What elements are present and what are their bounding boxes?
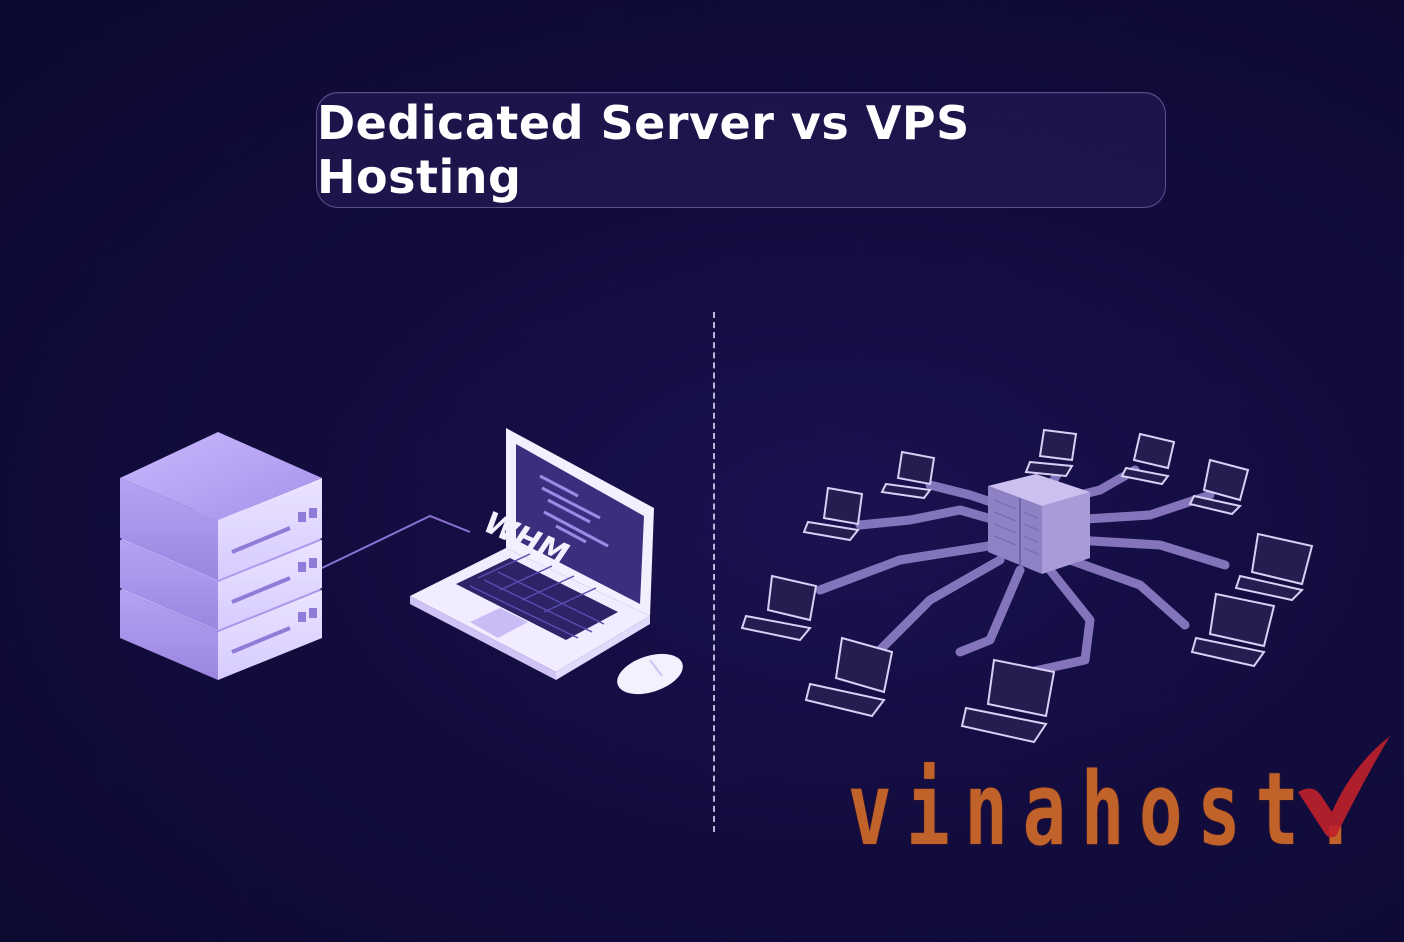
laptop-icon <box>804 636 894 718</box>
page-title: Dedicated Server vs VPS Hosting <box>317 96 970 204</box>
checkmark-icon <box>1298 736 1390 838</box>
laptop-icon <box>880 450 936 500</box>
logo-text: vinahost. <box>848 749 1372 869</box>
laptop-icon <box>1120 432 1176 486</box>
vinahost-logo: vinahost. <box>848 749 1404 869</box>
laptop-icon <box>1234 532 1314 602</box>
laptop-icon <box>1190 592 1276 668</box>
laptop-icon <box>1024 428 1078 478</box>
dashed-divider <box>713 312 715 832</box>
mouse-icon <box>617 653 683 695</box>
laptop-icon: WHM <box>410 428 654 680</box>
central-server-icon <box>988 474 1090 574</box>
title-banner: Dedicated Server vs VPS Hosting <box>316 92 1166 208</box>
laptop-icon <box>1188 458 1250 516</box>
laptop-icon <box>802 486 864 542</box>
laptop-icon <box>740 574 818 642</box>
server-stack-icon <box>120 432 322 680</box>
cable <box>321 514 471 569</box>
laptop-icon <box>960 658 1056 744</box>
